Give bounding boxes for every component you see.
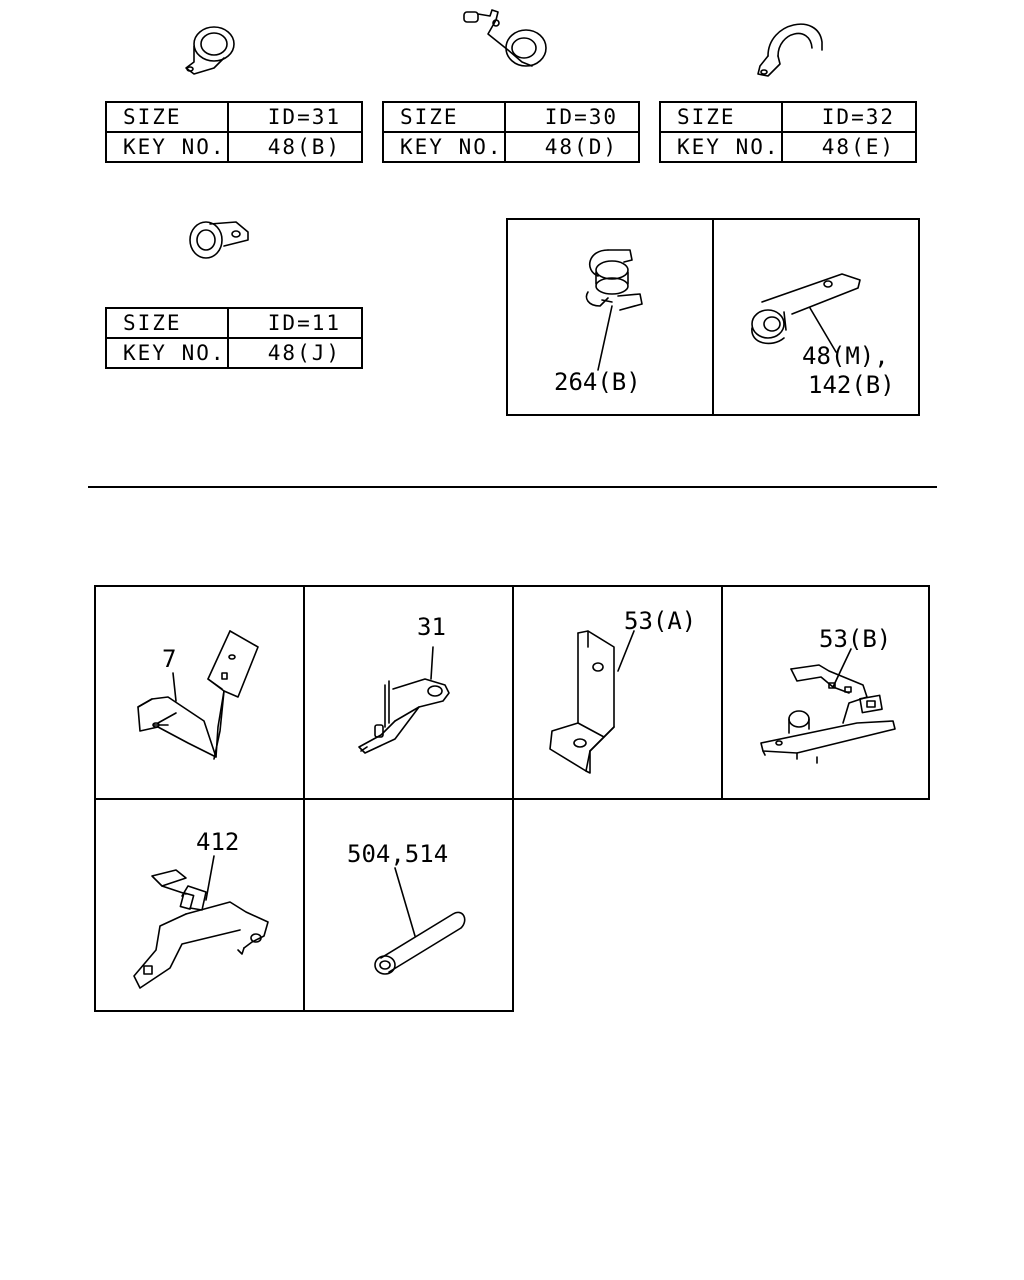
size-label: SIZE bbox=[659, 101, 783, 133]
key-no-label: KEY NO. bbox=[105, 337, 229, 369]
leader-line-412 bbox=[205, 855, 215, 901]
tube-504-514-illustration bbox=[374, 911, 466, 975]
part-label: 7 bbox=[162, 645, 177, 673]
size-label: SIZE bbox=[105, 307, 229, 339]
size-value: ID=32 bbox=[781, 101, 917, 133]
part-label-line2: 142(B) bbox=[808, 371, 895, 399]
part-box-7: 7 bbox=[94, 585, 305, 800]
size-label: SIZE bbox=[105, 101, 229, 133]
bracket-7-illustration bbox=[137, 630, 259, 760]
leader-line-31 bbox=[430, 646, 434, 680]
part-label: 31 bbox=[417, 613, 446, 641]
part-box-264b: 264(B) bbox=[506, 218, 714, 416]
part-box-31: 31 bbox=[303, 585, 514, 800]
part-box-504-514: 504,514 bbox=[303, 798, 514, 1012]
size-value: ID=30 bbox=[504, 101, 640, 133]
clip-id30-illustration bbox=[463, 9, 547, 67]
key-no-value: 48(E) bbox=[781, 131, 917, 163]
section-divider bbox=[88, 486, 937, 488]
size-value: ID=11 bbox=[227, 307, 363, 339]
clip-48m-illustration bbox=[751, 273, 861, 345]
bracket-53a-illustration bbox=[549, 630, 615, 774]
leader-line-504-514 bbox=[394, 867, 416, 937]
key-no-label: KEY NO. bbox=[659, 131, 783, 163]
part-box-48m-142b: 48(M), 142(B) bbox=[712, 218, 920, 416]
key-no-label: KEY NO. bbox=[382, 131, 506, 163]
leader-line-53a bbox=[617, 630, 635, 672]
part-box-412: 412 bbox=[94, 798, 305, 1012]
part-label: 412 bbox=[196, 828, 240, 856]
leader-line-48m bbox=[809, 307, 837, 353]
bracket-31-illustration bbox=[358, 678, 450, 754]
clip-table-id30: SIZE ID=30 KEY NO. 48(D) bbox=[382, 101, 640, 163]
size-value: ID=31 bbox=[227, 101, 363, 133]
clip-id31-illustration bbox=[185, 26, 235, 75]
leader-line-7 bbox=[172, 672, 177, 702]
part-box-53a: 53(A) bbox=[512, 585, 723, 800]
clip-table-id32: SIZE ID=32 KEY NO. 48(E) bbox=[659, 101, 917, 163]
size-label: SIZE bbox=[382, 101, 506, 133]
clip-264b-illustration bbox=[585, 249, 643, 311]
clip-id11-illustration bbox=[189, 221, 249, 259]
part-label-line1: 48(M), bbox=[802, 342, 889, 370]
bracket-53b-illustration bbox=[760, 664, 896, 764]
part-label: 53(B) bbox=[819, 625, 892, 653]
clip-table-id31: SIZE ID=31 KEY NO. 48(B) bbox=[105, 101, 363, 163]
leader-line-264b bbox=[597, 305, 613, 371]
leader-line-53b bbox=[832, 648, 852, 688]
key-no-value: 48(D) bbox=[504, 131, 640, 163]
part-label: 504,514 bbox=[347, 840, 449, 868]
key-no-value: 48(J) bbox=[227, 337, 363, 369]
clip-id32-illustration bbox=[757, 23, 823, 77]
part-label: 53(A) bbox=[624, 607, 697, 635]
key-no-value: 48(B) bbox=[227, 131, 363, 163]
part-box-53b: 53(B) bbox=[721, 585, 930, 800]
clip-table-id11: SIZE ID=11 KEY NO. 48(J) bbox=[105, 307, 363, 369]
bracket-412-illustration bbox=[133, 869, 269, 989]
part-label: 264(B) bbox=[554, 368, 641, 396]
key-no-label: KEY NO. bbox=[105, 131, 229, 163]
